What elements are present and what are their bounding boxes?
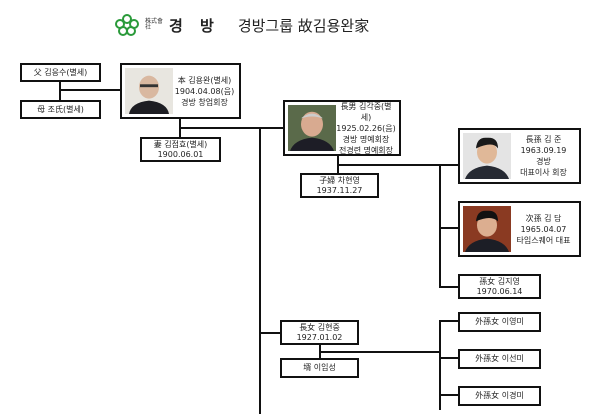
person-birthdate: 1970.06.14 [476,286,523,296]
brand-name: 경 방 [169,16,220,35]
person-mother: 母 조氏(별세) [20,100,101,119]
person-name: 孫女 김지영 [479,276,520,286]
connector [439,227,459,229]
header: 株式會社 경 방 경방그룹 故김용완家 [115,14,369,36]
connector [259,127,261,414]
person-name: 長孫 김 준 [525,135,562,144]
connector [439,286,459,288]
person-label: 父 김응수(별세) [33,67,88,77]
person-name: 次孫 김 담 [525,213,562,223]
connector [439,320,459,322]
person-name: 長男 김각중(별세) [340,101,392,122]
portrait-photo [463,206,511,252]
connector [59,89,121,91]
person-granddaughter: 孫女 김지영 1970.06.14 [458,274,541,299]
portrait-photo [288,105,336,151]
person-birthdate: 1965.04.07 [520,224,567,234]
person-name: 長女 김현중 [299,322,340,332]
person-name: 本 김용완(별세) [177,75,232,85]
person-title: 경방 창업회장 [181,97,228,107]
person-maternal-granddaughter: 外孫女 이영미 [458,312,541,332]
person-birthdate: 1927.01.02 [296,332,343,342]
person-maternal-granddaughter: 外孫女 이선미 [458,349,541,369]
person-name: 子婦 차현영 [319,175,360,185]
portrait-photo [463,133,511,179]
person-maternal-granddaughter: 外孫女 이경미 [458,386,541,406]
person-eldest-grandson: 長孫 김 준 1963.09.19 경방 대표이사 회장 [458,128,581,184]
person-label: 外孫女 이선미 [475,354,524,363]
connector [439,357,459,359]
person-title: 경방 [536,157,551,166]
connector [337,164,459,166]
connector [439,320,441,410]
connector [439,394,459,396]
page-title: 경방그룹 故김용완家 [237,16,370,35]
person-title: 타임스퀘어 대표 [516,235,571,245]
portrait-photo [125,68,173,114]
person-second-grandson: 次孫 김 담 1965.04.07 타임스퀘어 대표 [458,201,581,257]
connector [259,332,281,334]
person-birthdate: 1904.04.08(음) [174,86,235,96]
person-title: 대표이사 회장 [520,168,567,177]
person-birthdate: 1925.02.26(음) [336,123,396,133]
connector [59,81,61,101]
person-eldest-son: 長男 김각중(별세) 1925.02.26(음) 경방 명예회장 전경련 명예회… [283,100,401,156]
person-title: 경방 명예회장 [342,134,390,144]
person-son-in-law: 壻 이임성 [280,358,359,378]
person-label: 壻 이임성 [303,363,336,372]
person-founder: 本 김용완(별세) 1904.04.08(음) 경방 창업회장 [120,63,241,119]
person-birthdate: 1900.06.01 [157,149,204,159]
person-title: 전경련 명예회장 [338,145,394,155]
flower-logo-icon [115,14,139,36]
person-daughter-in-law: 子婦 차현영 1937.11.27 [300,173,379,198]
person-label: 外孫女 이영미 [475,317,524,326]
connector [319,351,440,353]
person-label: 外孫女 이경미 [475,391,524,400]
person-birthdate: 1937.11.27 [316,185,363,195]
person-wife: 妻 김점효(별세) 1900.06.01 [140,137,221,162]
connector [439,164,441,288]
person-birthdate: 1963.09.19 [520,146,567,155]
person-label: 母 조氏(별세) [37,104,84,114]
corp-mark: 株式會社 [145,18,164,31]
person-father: 父 김응수(별세) [20,63,101,82]
person-eldest-daughter: 長女 김현중 1927.01.02 [280,320,359,345]
person-name: 妻 김점효(별세) [153,139,208,149]
connector [179,127,284,129]
